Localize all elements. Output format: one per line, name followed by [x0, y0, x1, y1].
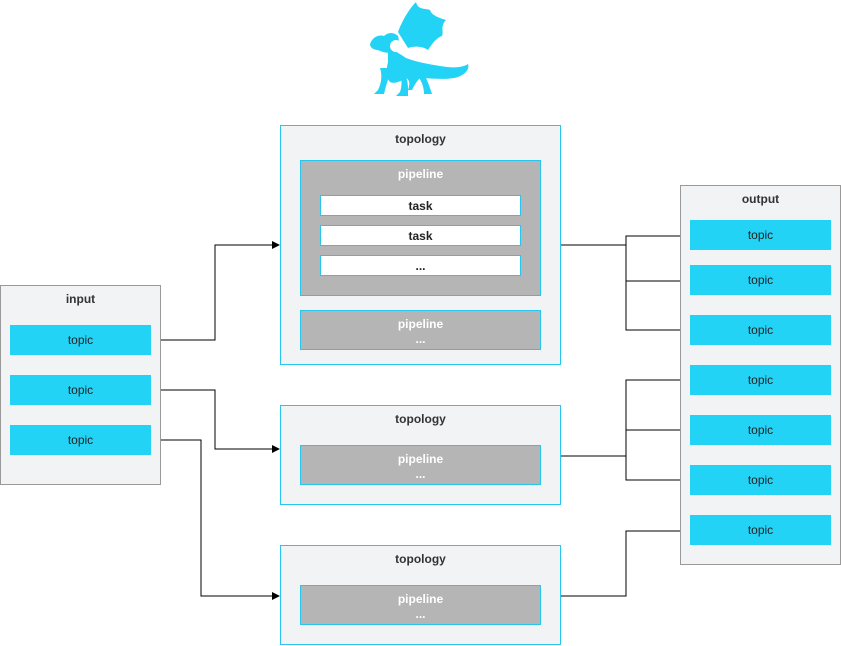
output-topic: topic	[690, 415, 831, 445]
output-topic: topic	[690, 515, 831, 545]
output-topic: topic	[690, 220, 831, 250]
pipeline-more: ...	[415, 607, 426, 621]
pipeline-more: ...	[415, 332, 426, 346]
dragon-logo	[370, 2, 469, 96]
pipeline-label: pipeline	[397, 592, 444, 606]
pipeline-title: pipeline ...	[301, 317, 540, 347]
topology-title: topology	[395, 552, 446, 566]
output-topic: topic	[690, 265, 831, 295]
task-box: ...	[320, 255, 521, 276]
pipeline-label: pipeline	[397, 452, 444, 466]
pipeline-title: pipeline ...	[301, 452, 540, 482]
output-title: output	[741, 192, 780, 206]
task-box: task	[320, 225, 521, 246]
input-topic: topic	[10, 425, 151, 455]
topology-title: topology	[395, 412, 446, 426]
task-box: task	[320, 195, 521, 216]
pipeline-more: ...	[415, 467, 426, 481]
output-topic: topic	[690, 315, 831, 345]
topology-title: topology	[395, 132, 446, 146]
pipeline-title: pipeline	[397, 167, 444, 181]
pipeline-title: pipeline ...	[301, 592, 540, 622]
pipeline-box: pipeline ...	[300, 310, 541, 350]
output-topic: topic	[690, 365, 831, 395]
input-title: input	[65, 292, 96, 306]
input-topic: topic	[10, 325, 151, 355]
pipeline-label: pipeline	[397, 317, 444, 331]
input-topic: topic	[10, 375, 151, 405]
pipeline-box: pipeline ...	[300, 445, 541, 485]
pipeline-box: pipeline ...	[300, 585, 541, 625]
output-topic: topic	[690, 465, 831, 495]
